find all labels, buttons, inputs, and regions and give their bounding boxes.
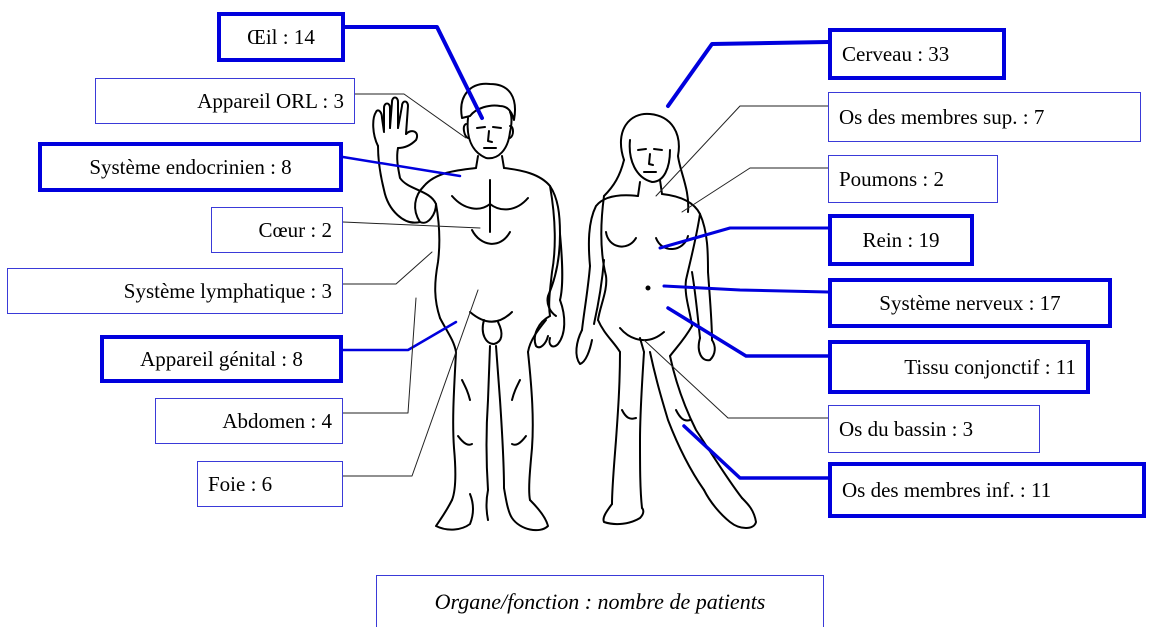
legend-caption: Organe/fonction : nombre de patients	[376, 575, 824, 627]
connector-os-membres-sup	[656, 106, 828, 196]
label-foie: Foie : 6	[197, 461, 343, 507]
label-systeme-lymphatique: Système lymphatique : 3	[7, 268, 343, 314]
male-figure	[373, 84, 564, 530]
connector-abdomen	[343, 298, 416, 413]
connector-poumons	[682, 168, 828, 212]
label-appareil-genital: Appareil génital : 8	[100, 335, 343, 383]
connector-systeme-endocrinien	[343, 157, 460, 176]
label-os-bassin: Os du bassin : 3	[828, 405, 1040, 453]
connector-systeme-lymphatique	[343, 252, 432, 284]
label-coeur: Cœur : 2	[211, 207, 343, 253]
label-poumons: Poumons : 2	[828, 155, 998, 203]
connector-appareil-genital	[343, 322, 456, 350]
label-tissu-conjonctif: Tissu conjonctif : 11	[828, 340, 1090, 394]
label-os-membres-sup: Os des membres sup. : 7	[828, 92, 1141, 142]
connector-cerveau	[668, 42, 828, 106]
label-rein: Rein : 19	[828, 214, 974, 266]
connector-rein	[660, 228, 828, 248]
label-oeil: Œil : 14	[217, 12, 345, 62]
connector-systeme-nerveux	[664, 286, 828, 292]
label-appareil-orl: Appareil ORL : 3	[95, 78, 355, 124]
label-cerveau: Cerveau : 33	[828, 28, 1006, 80]
label-abdomen: Abdomen : 4	[155, 398, 343, 444]
label-systeme-nerveux: Système nerveux : 17	[828, 278, 1112, 328]
label-systeme-endocrinien: Système endocrinien : 8	[38, 142, 343, 192]
connector-tissu-conjonctif	[668, 308, 828, 356]
label-os-membres-inf: Os des membres inf. : 11	[828, 462, 1146, 518]
connector-lines	[343, 27, 828, 478]
connector-os-membres-inf	[684, 426, 828, 478]
